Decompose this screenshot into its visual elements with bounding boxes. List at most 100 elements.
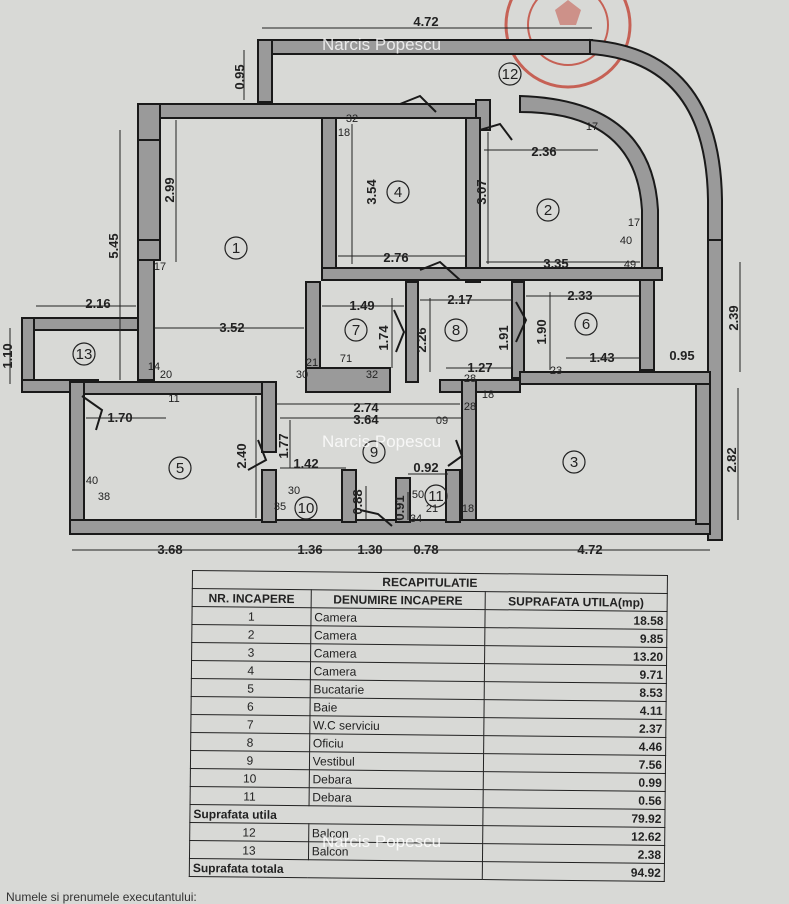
room-marker-13 <box>72 342 96 366</box>
wall-mark: 17 <box>586 121 598 133</box>
table-cell: 9.71 <box>484 663 667 684</box>
dimension-label: 0.91 <box>392 495 407 520</box>
table-cell: 2.37 <box>483 717 666 738</box>
wall-mark: 18 <box>482 389 494 401</box>
table-cell: 79.92 <box>482 807 666 828</box>
table-cell: 18.58 <box>484 609 668 630</box>
dimension-label: 2.36 <box>531 144 556 159</box>
table-cell: 13 <box>189 840 309 860</box>
wall-mark: 21 <box>426 503 438 515</box>
table-cell: 3 <box>191 642 311 662</box>
table-cell: 2.38 <box>482 843 665 864</box>
room-number: 5 <box>176 460 184 477</box>
table-cell: Debara <box>308 769 484 790</box>
dimension-label: 2.76 <box>383 250 408 265</box>
dimension-label: 1.27 <box>467 360 492 375</box>
table-cell: 12 <box>189 822 309 842</box>
table-cell: 94.92 <box>482 861 665 882</box>
room-number: 3 <box>570 454 578 471</box>
dimension-label: 1.36 <box>297 542 322 557</box>
stamp-icon <box>504 0 632 89</box>
wall-mark: 21 <box>306 357 318 369</box>
table-cell: 8.53 <box>483 681 667 702</box>
table-cell: Suprafata totala <box>189 858 483 880</box>
wall-mark: 17 <box>628 217 640 229</box>
room-marker-7 <box>344 318 368 342</box>
table-cell: 4.46 <box>483 735 666 756</box>
table-cell: 4.11 <box>483 699 667 720</box>
dimension-label: 3.54 <box>364 179 379 205</box>
room-marker-2 <box>536 198 560 222</box>
dimension-label: 1.30 <box>357 542 382 557</box>
dimension-label: 2.16 <box>85 296 110 311</box>
wall-mark: 38 <box>98 491 110 503</box>
wall-mark: 23 <box>550 365 562 377</box>
table-cell: 9.85 <box>484 627 667 648</box>
footer-text: Numele si prenumele executantului: <box>6 890 197 904</box>
table-cell: W.C serviciu <box>309 715 484 736</box>
table-cell: 10 <box>190 768 310 788</box>
wall-mark: 28 <box>464 373 476 385</box>
wall-mark: 34 <box>410 513 422 525</box>
table-cell: 12.62 <box>482 825 665 846</box>
wall-mark: 49 <box>624 259 636 271</box>
wall-mark: 35 <box>274 501 286 513</box>
room-marker-9 <box>362 440 386 464</box>
dimension-label: 5.45 <box>106 233 121 258</box>
room-number: 12 <box>502 66 519 83</box>
room-number: 4 <box>394 184 402 201</box>
dimension-label: 3.52 <box>219 320 244 335</box>
dimension-label: 1.43 <box>589 350 614 365</box>
table-cell: 1 <box>191 606 311 626</box>
room-marker-3 <box>562 450 586 474</box>
table-cell: Camera <box>310 643 485 664</box>
room-number: 1 <box>232 240 240 257</box>
table-cell: Vestibul <box>309 751 484 772</box>
wall-mark: 17 <box>154 261 166 273</box>
table-cell: 2 <box>191 624 311 644</box>
room-number: 9 <box>370 444 378 461</box>
wall-mark: 71 <box>340 353 352 365</box>
dimension-label: 3.35 <box>543 256 568 271</box>
dimension-label: 2.39 <box>726 305 741 330</box>
watermark-bottom: Narcis Popescu <box>322 832 442 851</box>
wall-mark: 18 <box>338 127 350 139</box>
watermark-middle: Narcis Popescu <box>322 432 441 451</box>
table-cell: 5 <box>191 678 311 698</box>
dimension-label: 2.26 <box>414 327 429 352</box>
dimension-label: 4.72 <box>413 14 438 29</box>
dimension-label: 1.74 <box>376 325 391 351</box>
wall-mark: 14 <box>148 361 160 373</box>
dimension-label: 3.64 <box>353 412 379 427</box>
dimension-label: 0.95 <box>232 64 247 89</box>
wall-mark: 09 <box>436 415 448 427</box>
dimension-label: 1.70 <box>107 410 132 425</box>
dimension-label: 0.92 <box>413 460 438 475</box>
watermark-top: Narcis Popescu <box>322 35 441 54</box>
room-marker-8 <box>444 318 468 342</box>
table-cell: 13.20 <box>484 645 667 666</box>
table-cell: 8 <box>190 732 310 752</box>
dimension-label: 0.95 <box>669 348 694 363</box>
dimension-label: 1.49 <box>349 298 374 313</box>
wall-mark: 40 <box>620 235 632 247</box>
dimension-label: 4.72 <box>577 542 602 557</box>
table-cell: 6 <box>190 696 310 716</box>
walls <box>21 38 723 541</box>
dimension-label: 0.88 <box>350 489 365 514</box>
dimension-label: 2.33 <box>567 288 592 303</box>
wall-mark: 20 <box>160 369 172 381</box>
dimension-label: 1.91 <box>496 325 511 350</box>
wall-mark: 28 <box>464 401 476 413</box>
table-cell: 9 <box>190 750 310 770</box>
table-cell: Camera <box>310 625 485 646</box>
room-number: 11 <box>428 488 444 505</box>
dimension-label: 2.99 <box>162 177 177 202</box>
wall-mark: 11 <box>168 393 179 405</box>
wall-mark: 18 <box>462 503 474 515</box>
dimension-label: 2.74 <box>353 400 379 415</box>
table-cell: Baie <box>309 697 484 718</box>
